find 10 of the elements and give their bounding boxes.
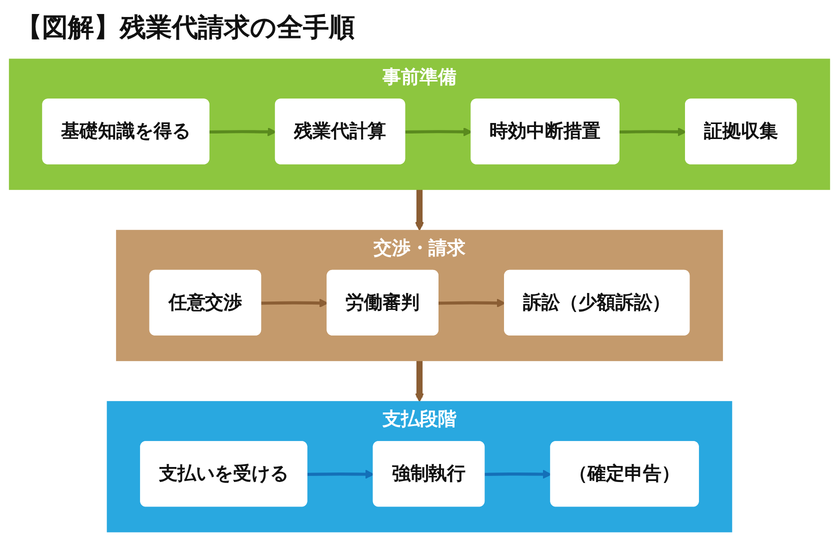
arrow: [438, 298, 506, 308]
arrow: [307, 470, 374, 479]
arrow: [484, 470, 552, 479]
diagram-title: 【図解】残業代請求の全手順: [15, 12, 356, 45]
arrow: [261, 298, 328, 308]
arrow: [415, 360, 424, 402]
arrow: [415, 189, 424, 231]
arrow: [405, 127, 472, 136]
arrow: [619, 127, 686, 136]
arrow: [209, 127, 276, 136]
